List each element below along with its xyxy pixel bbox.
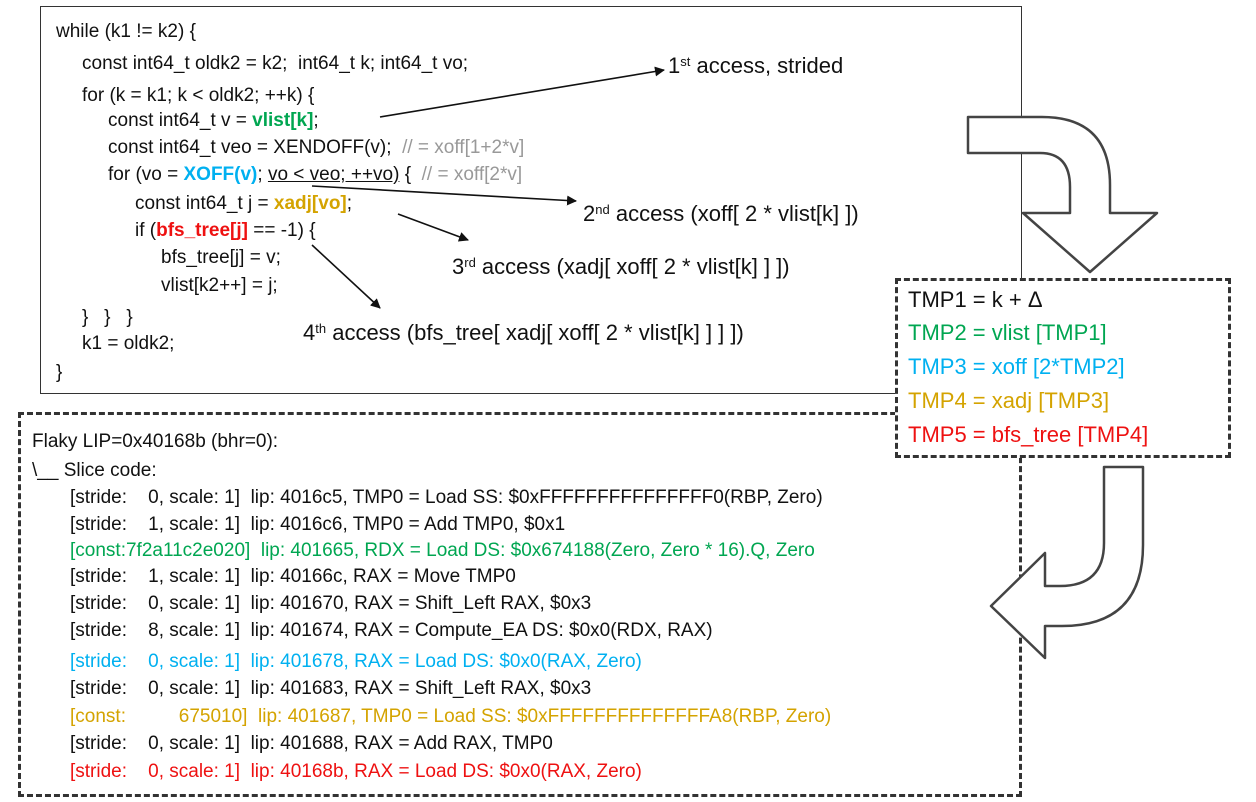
slice-line: [stride: 1, scale: 1] lip: 40166c, RAX =… bbox=[70, 566, 516, 587]
annotation-text: 3 bbox=[452, 254, 465, 279]
code-text: == -1) { bbox=[247, 220, 316, 241]
annotation-text: access (xoff[ 2 * vlist[k] ]) bbox=[609, 201, 859, 226]
slice-line: [stride: 0, scale: 1] lip: 401688, RAX =… bbox=[70, 733, 553, 754]
annotation-text: access (bfs_tree[ xadj[ xoff[ 2 * vlist[… bbox=[326, 320, 744, 345]
annotation-3rd-access: 3rd access (xadj[ xoff[ 2 * vlist[k] ] ]… bbox=[452, 256, 790, 278]
code-text: ; bbox=[313, 110, 319, 131]
tmp5-line: TMP5 = bfs_tree [TMP4] bbox=[908, 422, 1149, 447]
annotation-sup: rd bbox=[464, 255, 476, 270]
annotation-text: 4 bbox=[303, 320, 316, 345]
xadj-access: xadj[vo] bbox=[273, 193, 347, 214]
code-text: const int64_t veo = XENDOFF(v); bbox=[108, 137, 403, 158]
annotation-text: 1 bbox=[668, 53, 681, 78]
slice-subheader: \__ Slice code: bbox=[32, 460, 157, 481]
code-line-2: const int64_t oldk2 = k2; int64_t k; int… bbox=[82, 53, 469, 74]
annotation-sup: nd bbox=[595, 202, 610, 217]
code-text: for (vo = bbox=[108, 164, 184, 185]
tmp2-line: TMP2 = vlist [TMP1] bbox=[908, 320, 1107, 345]
code-text: ; bbox=[257, 164, 268, 185]
code-line-7: const int64_t j = xadj[vo]; bbox=[135, 194, 352, 213]
slice-line-xoff: [stride: 0, scale: 1] lip: 401678, RAX =… bbox=[70, 651, 642, 672]
tmp-box bbox=[895, 278, 1231, 458]
code-line-11: } } } bbox=[82, 307, 133, 328]
xoff-access: XOFF(v) bbox=[183, 164, 258, 185]
code-text: const int64_t j = bbox=[135, 193, 274, 214]
code-line-9: bfs_tree[j] = v; bbox=[161, 247, 281, 268]
slice-line: [stride: 0, scale: 1] lip: 401683, RAX =… bbox=[70, 678, 592, 699]
code-line-1: while (k1 != k2) { bbox=[56, 21, 196, 42]
tmp3-line: TMP3 = xoff [2*TMP2] bbox=[908, 354, 1125, 379]
annotation-text: access, strided bbox=[690, 53, 844, 78]
slice-line: [stride: 0, scale: 1] lip: 401670, RAX =… bbox=[70, 593, 592, 614]
code-text: ; bbox=[346, 193, 353, 214]
slice-line: [stride: 0, scale: 1] lip: 4016c5, TMP0 … bbox=[70, 487, 823, 508]
slice-header: Flaky LIP=0x40168b (bhr=0): bbox=[32, 431, 279, 452]
code-line-13: } bbox=[56, 362, 63, 383]
slice-line-vlist: [const:7f2a11c2e020] lip: 401665, RDX = … bbox=[70, 540, 815, 561]
slice-line-xadj: [const: 675010] lip: 401687, TMP0 = Load… bbox=[70, 706, 832, 727]
vlist-access: vlist[k] bbox=[252, 110, 314, 131]
slice-line: [stride: 8, scale: 1] lip: 401674, RAX =… bbox=[70, 620, 713, 641]
code-line-10: vlist[k2++] = j; bbox=[161, 275, 278, 296]
code-text: vo < veo; ++vo) bbox=[267, 164, 400, 185]
annotation-1st-access: 1st access, strided bbox=[668, 55, 843, 77]
annotation-2nd-access: 2nd access (xoff[ 2 * vlist[k] ]) bbox=[583, 203, 859, 225]
tmp1-line: TMP1 = k + Δ bbox=[908, 287, 1043, 312]
code-line-8: if (bfs_tree[j] == -1) { bbox=[135, 221, 316, 240]
tmp4-line: TMP4 = xadj [TMP3] bbox=[908, 388, 1110, 413]
bfs-tree-access: bfs_tree[j] bbox=[156, 220, 248, 241]
slice-line: [stride: 1, scale: 1] lip: 4016c6, TMP0 … bbox=[70, 514, 566, 535]
annotation-sup: th bbox=[315, 321, 327, 336]
code-line-4: const int64_t v = vlist[k]; bbox=[108, 111, 319, 130]
code-line-6: for (vo = XOFF(v); vo < veo; ++vo) { // … bbox=[108, 165, 522, 184]
code-text: { bbox=[399, 164, 422, 185]
code-line-5: const int64_t veo = XENDOFF(v); // = xof… bbox=[108, 138, 524, 157]
annotation-sup: st bbox=[680, 54, 691, 69]
annotation-text: 2 bbox=[583, 201, 596, 226]
annotation-text: access (xadj[ xoff[ 2 * vlist[k] ] ]) bbox=[475, 254, 790, 279]
code-comment: // = xoff[1+2*v] bbox=[402, 137, 525, 158]
annotation-4th-access: 4th access (bfs_tree[ xadj[ xoff[ 2 * vl… bbox=[303, 322, 744, 344]
code-text: const int64_t v = bbox=[108, 110, 253, 131]
code-comment: // = xoff[2*v] bbox=[421, 164, 523, 185]
code-line-12: k1 = oldk2; bbox=[82, 333, 175, 354]
code-line-3: for (k = k1; k < oldk2; ++k) { bbox=[82, 85, 315, 106]
code-text: if ( bbox=[135, 220, 157, 241]
slice-line-bfs-tree: [stride: 0, scale: 1] lip: 40168b, RAX =… bbox=[70, 761, 642, 782]
